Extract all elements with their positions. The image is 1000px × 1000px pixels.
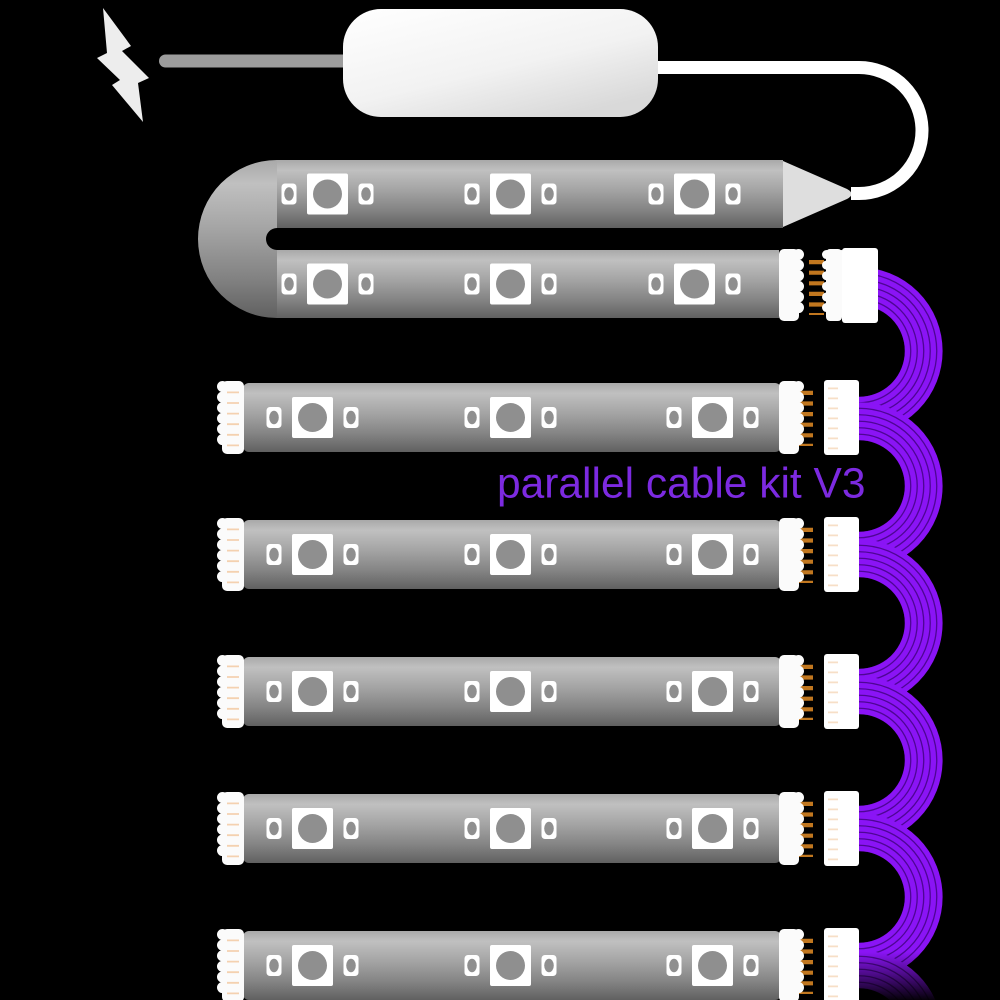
- led-strip: [222, 928, 859, 1000]
- cable-connector-block: [842, 248, 878, 323]
- lightning-bolt-icon: [97, 8, 149, 122]
- strip-connector: [779, 248, 878, 324]
- led-strip: [222, 654, 859, 729]
- controller-cable: [650, 61, 929, 200]
- led-controller: [343, 9, 658, 117]
- bottom-fade: [856, 950, 1000, 1000]
- led-strip: [222, 791, 859, 866]
- led-strip: [222, 380, 859, 455]
- led-strip: [222, 517, 859, 592]
- product-label: parallel cable kit V3: [497, 461, 866, 508]
- parallel-ribbon-cable: [856, 270, 1000, 1000]
- strip-bend: [198, 160, 277, 318]
- strip-end-tip: [783, 161, 852, 227]
- u-shaped-led-strip: [198, 160, 878, 324]
- power-cable: [159, 54, 354, 68]
